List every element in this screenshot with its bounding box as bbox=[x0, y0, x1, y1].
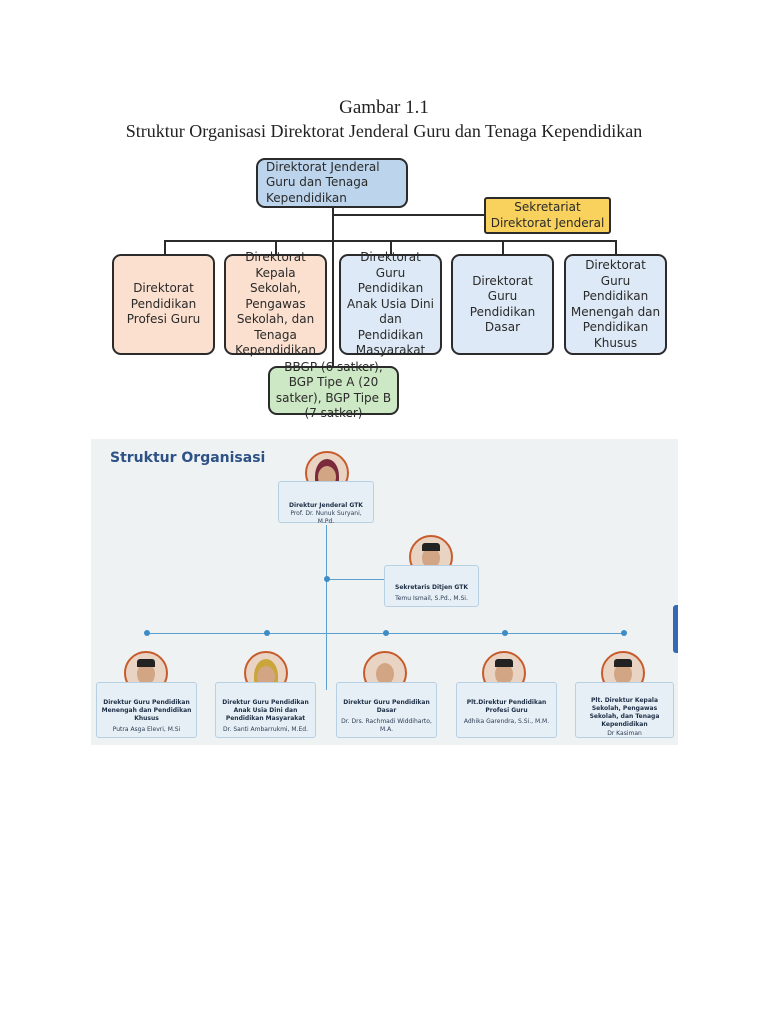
card-head: Direktur Jenderal GTK Prof. Dr. Nunuk Su… bbox=[278, 481, 374, 525]
card-title: Direktur Jenderal GTK bbox=[289, 502, 363, 509]
figure-label: Gambar 1.1 bbox=[339, 97, 429, 118]
node-direktorat-jenderal: Direktorat Jenderal Guru dan Tenaga Kepe… bbox=[256, 158, 408, 208]
node-bbgp-bgp: BBGP (6 satker), BGP Tipe A (20 satker),… bbox=[268, 360, 399, 420]
card-director-kspstk: Plt. Direktur Kepala Sekolah, Pengawas S… bbox=[575, 682, 674, 738]
card-name: Temu Ismail, S.Pd., M.Si. bbox=[395, 595, 468, 602]
connector-trunk bbox=[332, 207, 334, 368]
photo-connector-dot bbox=[502, 630, 508, 636]
connector-drop-1 bbox=[164, 240, 166, 255]
card-title: Sekretaris Ditjen GTK bbox=[395, 584, 468, 591]
photo-connector-dot bbox=[144, 630, 150, 636]
node-direktorat-kspstk: Direktorat Kepala Sekolah, Pengawas Seko… bbox=[224, 250, 327, 357]
card-title: Plt.Direktur Pendidikan Profesi Guru bbox=[466, 699, 547, 714]
photo-connector-dot bbox=[324, 576, 330, 582]
card-director-dikdas: Direktur Guru Pendidikan Dasar Dr. Drs. … bbox=[336, 682, 437, 738]
connector-drop-4 bbox=[502, 240, 504, 255]
node-direktorat-paud-dikmas: Direktorat Guru Pendidikan Anak Usia Din… bbox=[339, 250, 442, 357]
photo-title: Struktur Organisasi bbox=[110, 450, 266, 466]
photo-connector-trunk bbox=[326, 525, 327, 690]
node-direktorat-dikmen-diksus: Direktorat Guru Pendidikan Menengah dan … bbox=[564, 254, 667, 355]
card-director-dikmen-diksus: Direktur Guru Pendidikan Menengah dan Pe… bbox=[96, 682, 197, 738]
photo-connector-dot bbox=[383, 630, 389, 636]
card-title: Direktur Guru Pendidikan Anak Usia Dini … bbox=[222, 699, 309, 722]
connector-to-secretariat bbox=[333, 214, 485, 216]
card-director-paud-dikmas: Direktur Guru Pendidikan Anak Usia Dini … bbox=[215, 682, 316, 738]
photo-connector-dot bbox=[621, 630, 627, 636]
figure-title: Struktur Organisasi Direktorat Jenderal … bbox=[125, 121, 643, 141]
card-name: Dr. Santi Ambarrukmi, M.Ed. bbox=[222, 726, 309, 733]
connector-drop-5 bbox=[615, 240, 617, 255]
photo-connector-secretary bbox=[326, 579, 384, 580]
photo-connector-dot bbox=[264, 630, 270, 636]
edge-tab bbox=[673, 605, 678, 653]
node-direktorat-dikdas: Direktorat Guru Pendidikan Dasar bbox=[451, 254, 554, 355]
card-name: Dr Kasiman bbox=[607, 730, 642, 737]
org-structure-photo: Struktur Organisasi Direktur Jenderal GT… bbox=[91, 439, 678, 745]
card-title: Direktur Guru Pendidikan Dasar bbox=[343, 699, 430, 714]
card-director-ppg: Plt.Direktur Pendidikan Profesi Guru Adh… bbox=[456, 682, 557, 738]
card-title: Plt. Direktur Kepala Sekolah, Pengawas S… bbox=[589, 697, 660, 728]
connector-drop-2 bbox=[275, 240, 277, 255]
card-name: Dr. Drs. Rachmadi Widdiharto, M.A. bbox=[341, 718, 432, 733]
node-sekretariat: Sekretariat Direktorat Jenderal bbox=[484, 197, 611, 234]
card-name: Prof. Dr. Nunuk Suryani, M.Pd. bbox=[290, 510, 362, 525]
card-name: Adhika Garendra, S.Si., M.M. bbox=[463, 718, 550, 725]
node-direktorat-ppg: Direktorat Pendidikan Profesi Guru bbox=[112, 254, 215, 355]
card-name: Putra Asga Elevri, M.Si bbox=[112, 726, 181, 733]
connector-drop-3 bbox=[390, 240, 392, 255]
card-title: Direktur Guru Pendidikan Menengah dan Pe… bbox=[101, 699, 192, 722]
card-secretary: Sekretaris Ditjen GTK Temu Ismail, S.Pd.… bbox=[384, 565, 479, 607]
